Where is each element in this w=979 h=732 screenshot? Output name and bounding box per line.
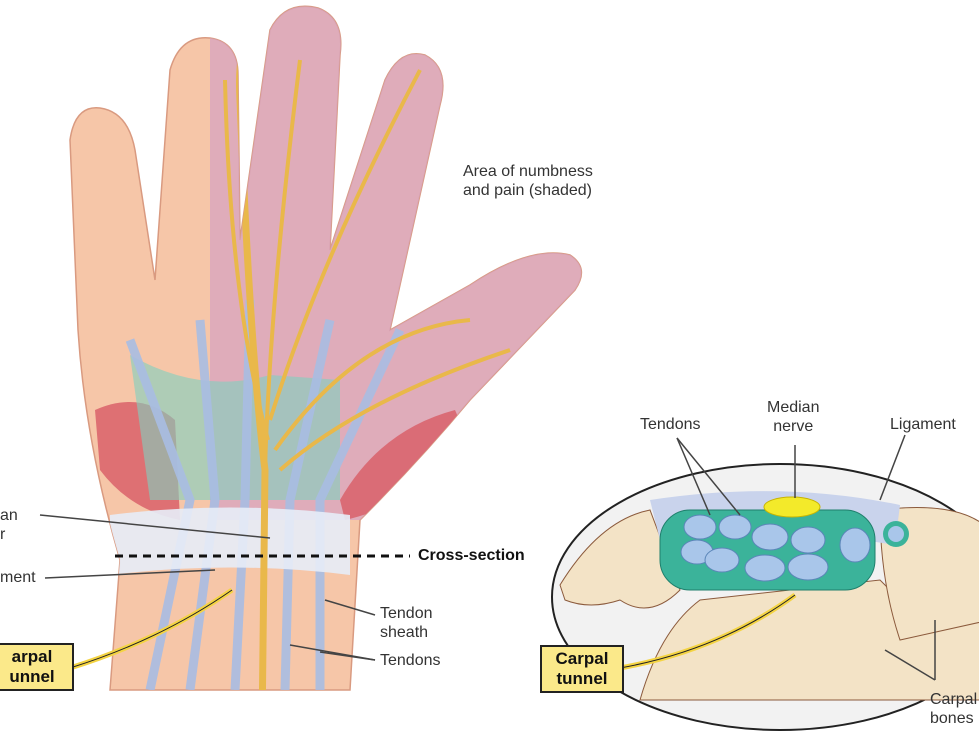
- muscle-right: [340, 410, 460, 520]
- cross-section-label: Cross-section: [418, 547, 525, 564]
- hand: [39, 5, 583, 691]
- cross-section-diagram: [551, 434, 979, 731]
- tendons-label-cross: Tendons: [640, 416, 701, 433]
- ligament-label-partial: ment: [0, 569, 36, 586]
- tendons-palm: [125, 299, 405, 690]
- ligament-label-cross: Ligament: [890, 416, 956, 433]
- tendons-cross: [680, 514, 871, 582]
- ligament-band: [110, 507, 350, 575]
- median-nerve-cross: [763, 496, 821, 518]
- tendons-label-hand: Tendons: [380, 652, 441, 669]
